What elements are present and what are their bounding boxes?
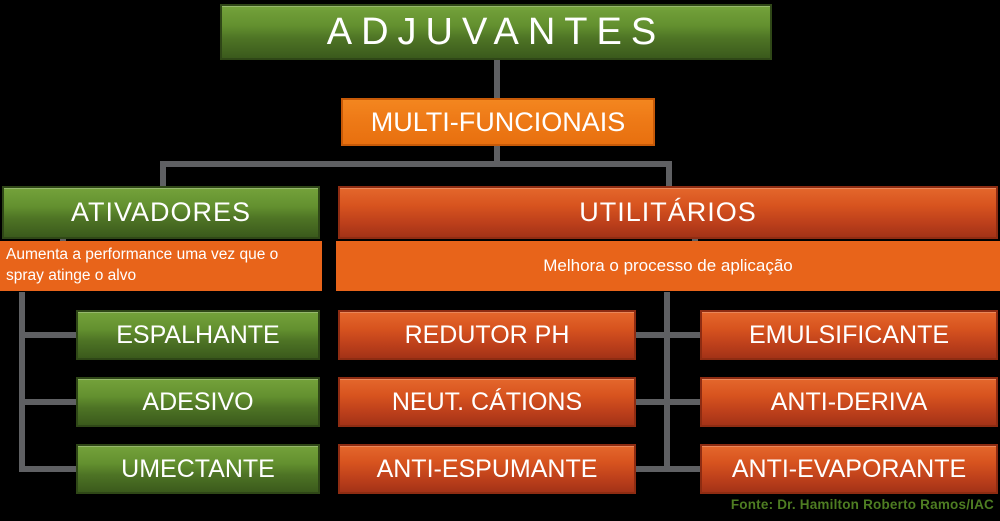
connector-left-branch-3: [19, 466, 77, 472]
node-multi-funcionais[interactable]: MULTI-FUNCIONAIS: [341, 98, 655, 146]
connector-right-branch-3-right: [664, 466, 702, 472]
connector-right-branch-2-right: [664, 399, 702, 405]
connector-right-branch-2-left: [636, 399, 666, 405]
connector-left-branch-1: [19, 332, 77, 338]
source-credit: Fonte: Dr. Hamilton Roberto Ramos/IAC: [730, 497, 994, 512]
connector-bus-to-ativadores: [160, 161, 166, 187]
connector-multi-stem: [494, 146, 500, 166]
node-adesivo[interactable]: ADESIVO: [76, 377, 320, 427]
connector-title-to-multi: [494, 60, 500, 98]
ativadores-description: Aumenta a performance uma vez que o spra…: [0, 241, 322, 291]
connector-left-spine: [19, 292, 25, 470]
node-utilitarios[interactable]: UTILITÁRIOS: [338, 186, 998, 239]
connector-bus-to-utilitarios: [666, 161, 672, 187]
connector-right-branch-3-left: [636, 466, 666, 472]
connector-right-branch-1-right: [664, 332, 702, 338]
utilitarios-description: Melhora o processo de aplicação: [336, 241, 1000, 291]
node-anti-evaporante[interactable]: ANTI-EVAPORANTE: [700, 444, 998, 494]
node-ativadores[interactable]: ATIVADORES: [2, 186, 320, 239]
connector-horizontal-bus: [160, 161, 672, 167]
node-neut-cations[interactable]: NEUT. CÁTIONS: [338, 377, 636, 427]
node-emulsificante[interactable]: EMULSIFICANTE: [700, 310, 998, 360]
node-umectante[interactable]: UMECTANTE: [76, 444, 320, 494]
node-adjuvantes[interactable]: ADJUVANTES: [220, 4, 772, 60]
connector-right-spine: [664, 292, 670, 472]
node-anti-espumante[interactable]: ANTI-ESPUMANTE: [338, 444, 636, 494]
node-espalhante[interactable]: ESPALHANTE: [76, 310, 320, 360]
node-anti-deriva[interactable]: ANTI-DERIVA: [700, 377, 998, 427]
connector-left-branch-2: [19, 399, 77, 405]
node-redutor-ph[interactable]: REDUTOR PH: [338, 310, 636, 360]
connector-right-branch-1-left: [636, 332, 666, 338]
